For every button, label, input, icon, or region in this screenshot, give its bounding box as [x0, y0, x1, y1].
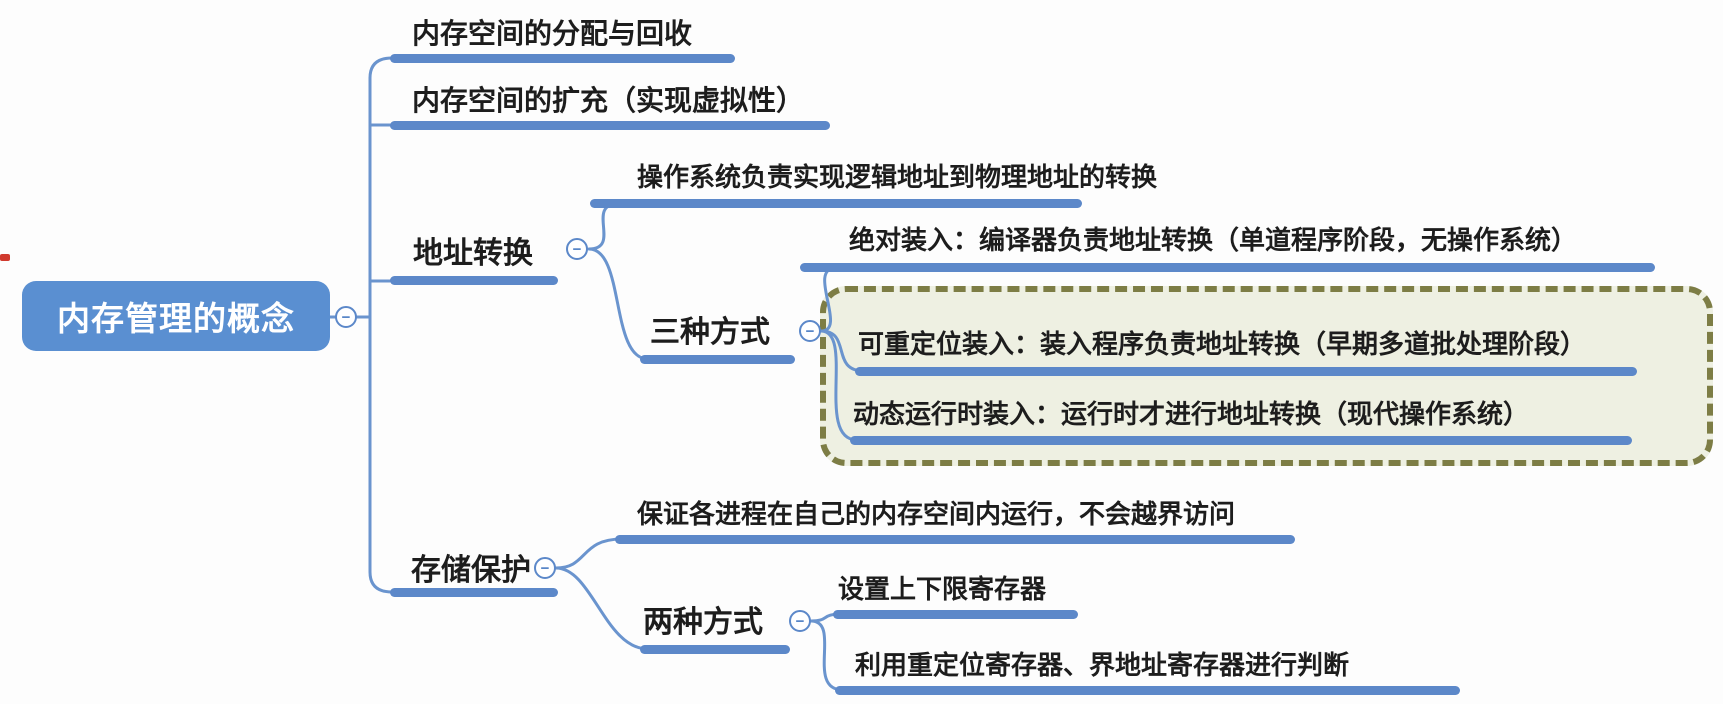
- node-limit-registers[interactable]: 设置上下限寄存器: [838, 574, 1047, 604]
- minus-icon: −: [540, 559, 550, 577]
- node-alloc[interactable]: 内存空间的分配与回收: [412, 18, 693, 49]
- collapse-button-addr[interactable]: −: [566, 238, 588, 260]
- node-underline-reloc-reg: [835, 686, 1460, 695]
- node-root[interactable]: 内存管理的概念: [22, 281, 330, 351]
- node-underline-expand: [390, 121, 830, 130]
- node-expand[interactable]: 内存空间的扩充（实现虚拟性）: [412, 85, 805, 116]
- node-addr-translation[interactable]: 地址转换: [413, 237, 533, 270]
- node-os-responsibility[interactable]: 操作系统负责实现逻辑地址到物理地址的转换: [637, 162, 1158, 192]
- node-guarantee[interactable]: 保证各进程在自己的内存空间内运行，不会越界访问: [637, 499, 1236, 529]
- screen-artifact: [0, 254, 10, 261]
- node-underline-protect: [390, 588, 558, 597]
- minus-icon: −: [341, 308, 351, 326]
- node-underline-absolute: [800, 263, 1655, 272]
- node-dynamic-loading[interactable]: 动态运行时装入：运行时才进行地址转换（现代操作系统）: [853, 399, 1530, 429]
- node-relocation-registers[interactable]: 利用重定位寄存器、界地址寄存器进行判断: [855, 650, 1350, 680]
- minus-icon: −: [572, 240, 582, 258]
- node-relocatable-loading[interactable]: 可重定位装入：装入程序负责地址转换（早期多道批处理阶段）: [858, 329, 1587, 359]
- node-underline-three-ways: [640, 355, 795, 364]
- collapse-button-protect[interactable]: −: [534, 557, 556, 579]
- node-underline-alloc: [390, 54, 735, 63]
- node-underline-dynamic: [850, 436, 1632, 445]
- minus-icon: −: [805, 322, 815, 340]
- node-underline-os-resp: [590, 199, 1082, 208]
- node-absolute-loading[interactable]: 绝对装入：编译器负责地址转换（单道程序阶段，无操作系统）: [849, 225, 1578, 255]
- node-storage-protection[interactable]: 存储保护: [411, 554, 531, 587]
- node-three-ways[interactable]: 三种方式: [650, 316, 770, 349]
- minus-icon: −: [795, 612, 805, 630]
- node-underline-reloc: [855, 367, 1637, 376]
- collapse-button-two-ways[interactable]: −: [789, 610, 811, 632]
- node-underline-addr: [390, 276, 558, 285]
- collapse-button-root[interactable]: −: [335, 306, 357, 328]
- node-underline-two-ways: [640, 645, 790, 654]
- node-underline-guarantee: [615, 535, 1295, 544]
- collapse-button-three-ways[interactable]: −: [799, 320, 821, 342]
- node-two-ways[interactable]: 两种方式: [643, 606, 763, 639]
- node-underline-limit-reg: [833, 610, 1078, 619]
